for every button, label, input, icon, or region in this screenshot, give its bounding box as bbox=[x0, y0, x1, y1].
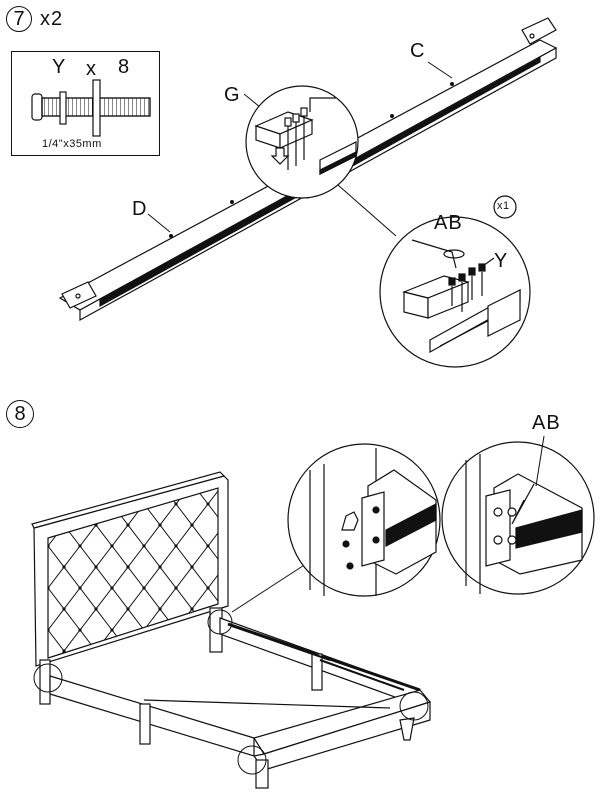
allen-key-icon bbox=[309, 97, 336, 112]
hardware-qty: 8 bbox=[118, 56, 131, 78]
step-7-badge: 7 bbox=[6, 6, 32, 32]
highlight-circles bbox=[33, 559, 429, 775]
label-c: C bbox=[410, 40, 426, 62]
down-arrow-icon bbox=[270, 147, 290, 165]
detail-circle-8-right bbox=[441, 441, 595, 595]
label-y: Y bbox=[494, 250, 509, 272]
bolt-icon bbox=[31, 79, 151, 137]
step-7-multiplier: x2 bbox=[40, 8, 64, 30]
label-x1: x1 bbox=[497, 200, 510, 212]
hardware-box: Y x 8 1/4"x35mm bbox=[11, 51, 160, 156]
label-ab-step8: AB bbox=[532, 412, 561, 434]
hardware-times: x bbox=[86, 58, 97, 80]
step-7-number: 7 bbox=[13, 8, 25, 30]
bolt-icon bbox=[448, 263, 486, 312]
label-g: G bbox=[224, 84, 241, 106]
label-d: D bbox=[132, 198, 148, 220]
step-8-badge: 8 bbox=[6, 400, 34, 428]
label-ab: AB bbox=[434, 212, 463, 234]
bed-frame bbox=[31, 471, 432, 789]
allen-key-icon bbox=[511, 483, 535, 525]
detail-circle-ab bbox=[379, 216, 531, 368]
step-8-number: 8 bbox=[14, 403, 26, 425]
detail-circle-8-left bbox=[287, 443, 441, 597]
down-arrow-icon bbox=[341, 511, 359, 531]
hardware-code: Y bbox=[52, 56, 67, 78]
rotate-arrow-icon bbox=[443, 249, 465, 259]
x1-badge bbox=[493, 195, 517, 219]
allen-key-icon bbox=[411, 239, 457, 269]
hardware-size: 1/4"x35mm bbox=[42, 138, 102, 150]
bolt-icon bbox=[284, 107, 308, 170]
detail-circle-g bbox=[245, 85, 359, 199]
